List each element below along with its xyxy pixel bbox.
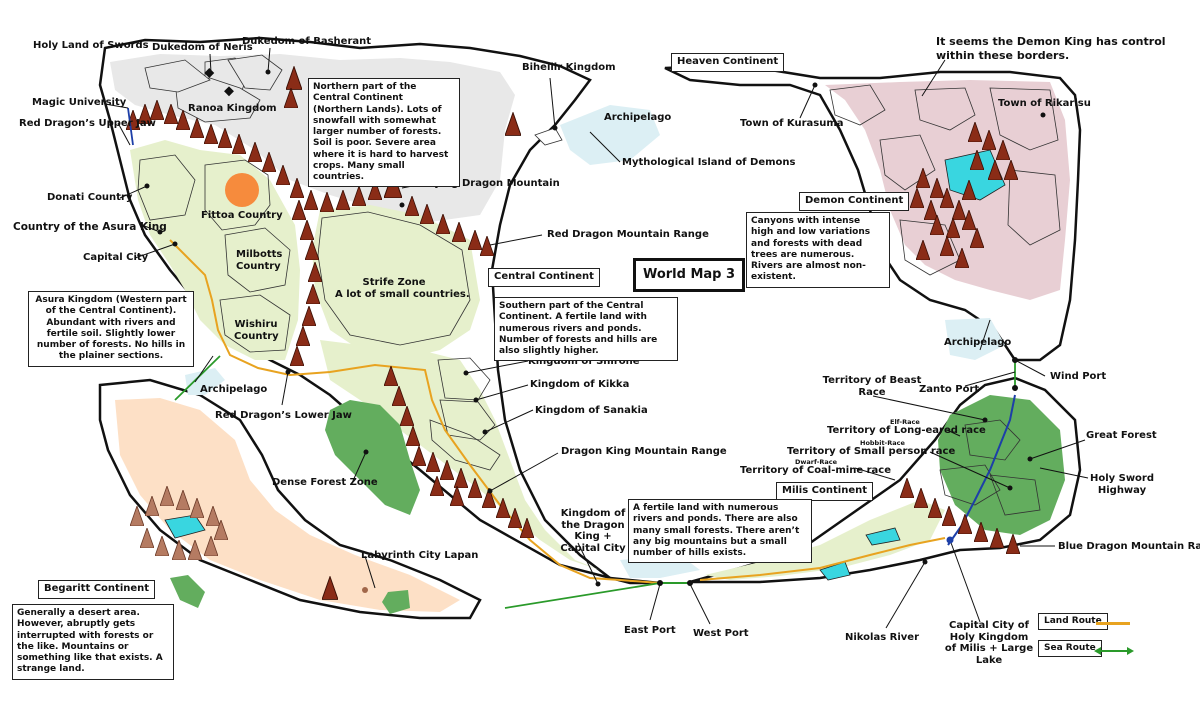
label-dukedom-of-basherant: Dukedom of Basherant (242, 36, 372, 47)
legend-sea-route: Sea Route (1038, 640, 1102, 658)
label-archipelago-east: Archipelago (944, 337, 1012, 348)
label-magic-university: Magic University (32, 97, 127, 108)
title-heaven-continent: Heaven Continent (671, 53, 785, 72)
label-west-port: West Port (693, 628, 749, 639)
label-red-dragon-upper-jaw: Red Dragon’s Upper Jaw (19, 118, 156, 129)
label-territory-of-long-eared-race: Territory of Long-eared race (827, 425, 986, 436)
label-kingdom-of-shirone: Kingdom of Shirone (528, 356, 640, 367)
label-kingdom-of-sanakia: Kingdom of Sanakia (535, 405, 648, 416)
label-zanto-port: Zanto Port (919, 384, 980, 395)
label-dukedom-of-neris: Dukedom of Neris (152, 42, 253, 53)
label-holy-sword-highway: Holy Sword Highway (1089, 473, 1155, 496)
label-capital-city-of-milis: Capital City of Holy Kingdom of Milis + … (944, 620, 1034, 666)
tag-elf-race: Elf-Race (890, 418, 920, 426)
note-milis-continent: A fertile land with numerous rivers and … (628, 499, 812, 564)
note-demon-continent: Canyons with intense high and low variat… (746, 212, 890, 288)
demon-king-note: It seems the Demon King has control with… (936, 35, 1166, 62)
label-red-dragon-mountain-range: Red Dragon Mountain Range (547, 229, 709, 240)
label-strife-zone: Strife Zone A lot of small countries. (335, 277, 470, 300)
label-nikolas-river: Nikolas River (845, 632, 920, 643)
label-milbotts-country: Milbotts Country (236, 249, 283, 272)
note-asura-kingdom: Asura Kingdom (Western part of the Centr… (28, 291, 194, 367)
label-territory-of-coal-mine-race: Territory of Coal-mine race (740, 465, 892, 476)
title-begaritt-continent: Begaritt Continent (38, 580, 156, 599)
map-title: World Map 3 (633, 258, 745, 293)
label-archipelago-north: Archipelago (604, 112, 672, 123)
label-territory-of-beast-race: Territory of Beast Race (822, 375, 922, 398)
label-wind-port: Wind Port (1050, 371, 1107, 382)
label-ranoa-kingdom: Ranoa Kingdom (188, 103, 277, 114)
legend-sea-route-arrow (1094, 647, 1134, 655)
label-biheilir-kingdom: Biheilir Kingdom (522, 62, 616, 73)
label-east-port: East Port (624, 625, 676, 636)
label-labyrinth-city-lapan: Labyrinth City Lapan (361, 550, 479, 561)
title-milis-continent: Milis Continent (776, 482, 874, 501)
label-dragon-king-mountain-range: Dragon King Mountain Range (561, 446, 727, 457)
label-kingdom-of-kikka: Kingdom of Kikka (530, 379, 630, 390)
label-wishiru-country: Wishiru Country (234, 319, 279, 342)
note-southern-central: Southern part of the Central Continent. … (494, 297, 678, 362)
label-fittoa-country: Fittoa Country (201, 210, 283, 221)
note-northern-lands: Northern part of the Central Continent (… (308, 78, 460, 188)
label-great-forest: Great Forest (1086, 430, 1157, 441)
label-dense-forest-zone: Dense Forest Zone (272, 477, 378, 488)
label-kingdom-of-the-dragon-king: Kingdom of the Dragon King + Capital Cit… (560, 508, 626, 554)
map-markers (144, 68, 1046, 593)
label-blue-dragon-mountain-range: Blue Dragon Mountain Range (1058, 541, 1200, 552)
title-central-continent: Central Continent (488, 268, 600, 287)
magic-university-route (127, 107, 134, 146)
label-town-of-kurasuma: Town of Kurasuma (740, 118, 844, 129)
label-crying-dragon-mountain: Crying Dragon Mountain (422, 178, 560, 189)
legend-land-route: Land Route (1038, 613, 1108, 631)
title-demon-continent: Demon Continent (799, 192, 910, 211)
label-country-of-the-asura-king: Country of the Asura King (13, 221, 167, 233)
label-archipelago-west: Archipelago (200, 384, 268, 395)
tag-dwarf-race: Dwarf-Race (795, 458, 838, 466)
label-capital-city: Capital City (83, 252, 149, 263)
label-mythological-island: Mythological Island of Demons (622, 157, 796, 168)
label-donati-country: Donati Country (47, 192, 133, 203)
label-holy-land-of-swords: Holy Land of Swords (33, 40, 149, 51)
label-territory-of-small-person-race: Territory of Small person race (787, 446, 956, 457)
label-town-of-rikarisu: Town of Rikarisu (998, 98, 1091, 109)
legend-land-route-line (1096, 622, 1130, 625)
note-begaritt-continent: Generally a desert area. However, abrupt… (12, 604, 174, 680)
strife-zone-title: Strife Zone (362, 277, 426, 288)
label-red-dragon-lower-jaw: Red Dragon’s Lower Jaw (215, 410, 352, 421)
strife-zone-subtitle: A lot of small countries. (335, 288, 470, 300)
begaritt-continent (98, 378, 482, 620)
tag-hobbit-race: Hobbit-Race (860, 439, 905, 447)
